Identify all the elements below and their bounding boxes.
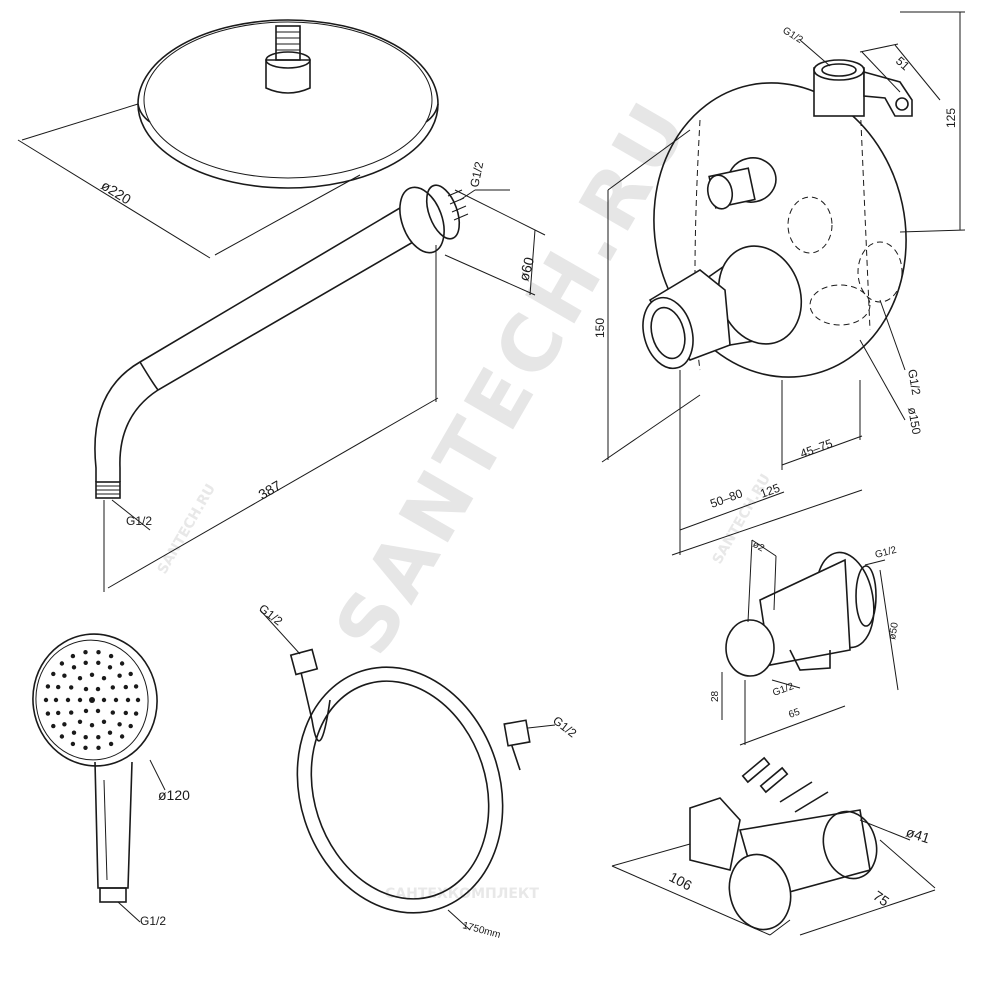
arm-thread-top-label: G1/2 bbox=[467, 160, 486, 189]
nozzle-hole bbox=[96, 745, 101, 750]
nozzle-hole bbox=[113, 697, 119, 703]
nozzle-holes bbox=[43, 650, 141, 750]
nozzle-hole bbox=[89, 723, 95, 728]
nozzle-hole bbox=[59, 734, 65, 739]
nozzle-hole bbox=[110, 685, 116, 690]
nozzle-hole bbox=[53, 697, 59, 703]
mixer-thread-right-label: G1/2 bbox=[905, 368, 923, 396]
nozzle-hole bbox=[95, 708, 101, 714]
nozzle-hole bbox=[89, 697, 95, 703]
nozzle-hole bbox=[83, 745, 88, 750]
nozzle-hole bbox=[56, 710, 61, 716]
nozzle-hole bbox=[62, 722, 67, 727]
nozzle-hole bbox=[70, 653, 76, 659]
nozzle-hole bbox=[101, 697, 107, 703]
nozzle-hole bbox=[51, 723, 56, 729]
nozzle-hole bbox=[96, 660, 101, 665]
nozzle-hole bbox=[71, 665, 77, 670]
nozzle-hole bbox=[96, 735, 101, 740]
arm-thread-bottom-label: G1/2 bbox=[126, 514, 152, 528]
nozzle-hole bbox=[83, 650, 88, 655]
overhead-shower: ø220 bbox=[17, 19, 439, 259]
nozzle-hole bbox=[128, 723, 133, 729]
outlet-depth-label: 65 bbox=[787, 707, 802, 721]
holder-width-label: 75 bbox=[870, 887, 892, 909]
nozzle-hole bbox=[65, 697, 71, 703]
shower-arm: G1/2 ø60 387 G1/2 bbox=[94, 160, 546, 592]
nozzle-hole bbox=[45, 684, 51, 689]
nozzle-hole bbox=[51, 671, 56, 677]
nozzle-hole bbox=[89, 672, 95, 677]
outlet-width-top-label: ø2 bbox=[751, 539, 767, 555]
hand-shower-diameter-label: ø120 bbox=[158, 787, 190, 803]
nozzle-hole bbox=[71, 730, 77, 735]
holder-length-label: 106 bbox=[667, 869, 695, 894]
mixer-height-left-label: 150 bbox=[593, 318, 607, 338]
nozzle-hole bbox=[43, 697, 49, 703]
nozzle-hole bbox=[117, 722, 122, 727]
nozzle-hole bbox=[133, 711, 139, 716]
nozzle-hole bbox=[101, 719, 107, 724]
watermark-bottom: САНТЕХКОМПЛЕКТ bbox=[385, 886, 539, 902]
nozzle-hole bbox=[62, 673, 67, 678]
nozzle-hole bbox=[56, 684, 61, 690]
nozzle-hole bbox=[96, 650, 101, 655]
nozzle-hole bbox=[77, 676, 83, 681]
outlet-thread-bottom-label: G1/2 bbox=[771, 681, 796, 699]
nozzle-hole bbox=[119, 734, 125, 739]
holder-diameter-label: ø41 bbox=[904, 824, 932, 847]
nozzle-hole bbox=[110, 710, 116, 715]
mixer-width-top-label: 51 bbox=[893, 54, 913, 74]
mixer-depth-b-label: 125 bbox=[758, 481, 782, 501]
nozzle-hole bbox=[69, 710, 74, 715]
nozzle-hole bbox=[69, 685, 74, 690]
nozzle-hole bbox=[83, 735, 88, 740]
nozzle-hole bbox=[77, 719, 83, 724]
hose-thread-top-label: G1/2 bbox=[256, 601, 285, 628]
nozzle-hole bbox=[108, 741, 114, 747]
mixer-thread-top-label: G1/2 bbox=[780, 25, 805, 46]
nozzle-hole bbox=[83, 686, 89, 692]
nozzle-hole bbox=[95, 686, 101, 692]
nozzle-hole bbox=[123, 710, 128, 716]
nozzle-hole bbox=[128, 671, 133, 677]
hand-shower: ø120 G1/2 bbox=[32, 633, 190, 928]
nozzle-hole bbox=[135, 697, 141, 703]
hand-shower-thread-label: G1/2 bbox=[140, 914, 166, 928]
arm-length-label: 387 bbox=[256, 477, 284, 503]
nozzle-hole bbox=[59, 661, 65, 666]
nozzle-hole bbox=[117, 673, 122, 678]
fixing-kit bbox=[741, 756, 829, 813]
nozzle-hole bbox=[108, 653, 114, 659]
overhead-diameter-label: ø220 bbox=[98, 177, 134, 208]
outlet-offset-label: 28 bbox=[710, 690, 721, 702]
concealed-mixer: G1/2 51 125 150 G1/2 ø150 45–75 bbox=[593, 11, 966, 556]
wall-holder: 106 75 ø41 bbox=[611, 797, 936, 936]
mixer-plate-diameter-label: ø150 bbox=[905, 406, 924, 436]
arm-flange-diameter-label: ø60 bbox=[515, 255, 537, 283]
wall-outlet: ø2 G1/2 ø50 28 65 G1/2 bbox=[710, 539, 901, 746]
nozzle-hole bbox=[45, 711, 51, 716]
nozzle-hole bbox=[107, 665, 113, 670]
nozzle-hole bbox=[119, 661, 125, 666]
nozzle-hole bbox=[107, 730, 113, 735]
nozzle-hole bbox=[70, 741, 76, 747]
nozzle-hole bbox=[101, 676, 107, 681]
nozzle-hole bbox=[133, 684, 139, 689]
outlet-height-label: ø50 bbox=[887, 621, 901, 640]
nozzle-hole bbox=[77, 697, 83, 703]
mixer-depth-a-label: 45–75 bbox=[798, 436, 834, 461]
hose-thread-right-label: G1/2 bbox=[550, 713, 579, 740]
outlet-thread-top-label: G1/2 bbox=[874, 545, 898, 561]
mixer-height-right-label: 125 bbox=[944, 108, 958, 128]
nozzle-hole bbox=[83, 660, 88, 665]
nozzle-hole bbox=[125, 697, 131, 703]
nozzle-hole bbox=[123, 684, 128, 690]
nozzle-hole bbox=[83, 708, 89, 714]
hose-length-label: 1750mm bbox=[461, 920, 501, 941]
